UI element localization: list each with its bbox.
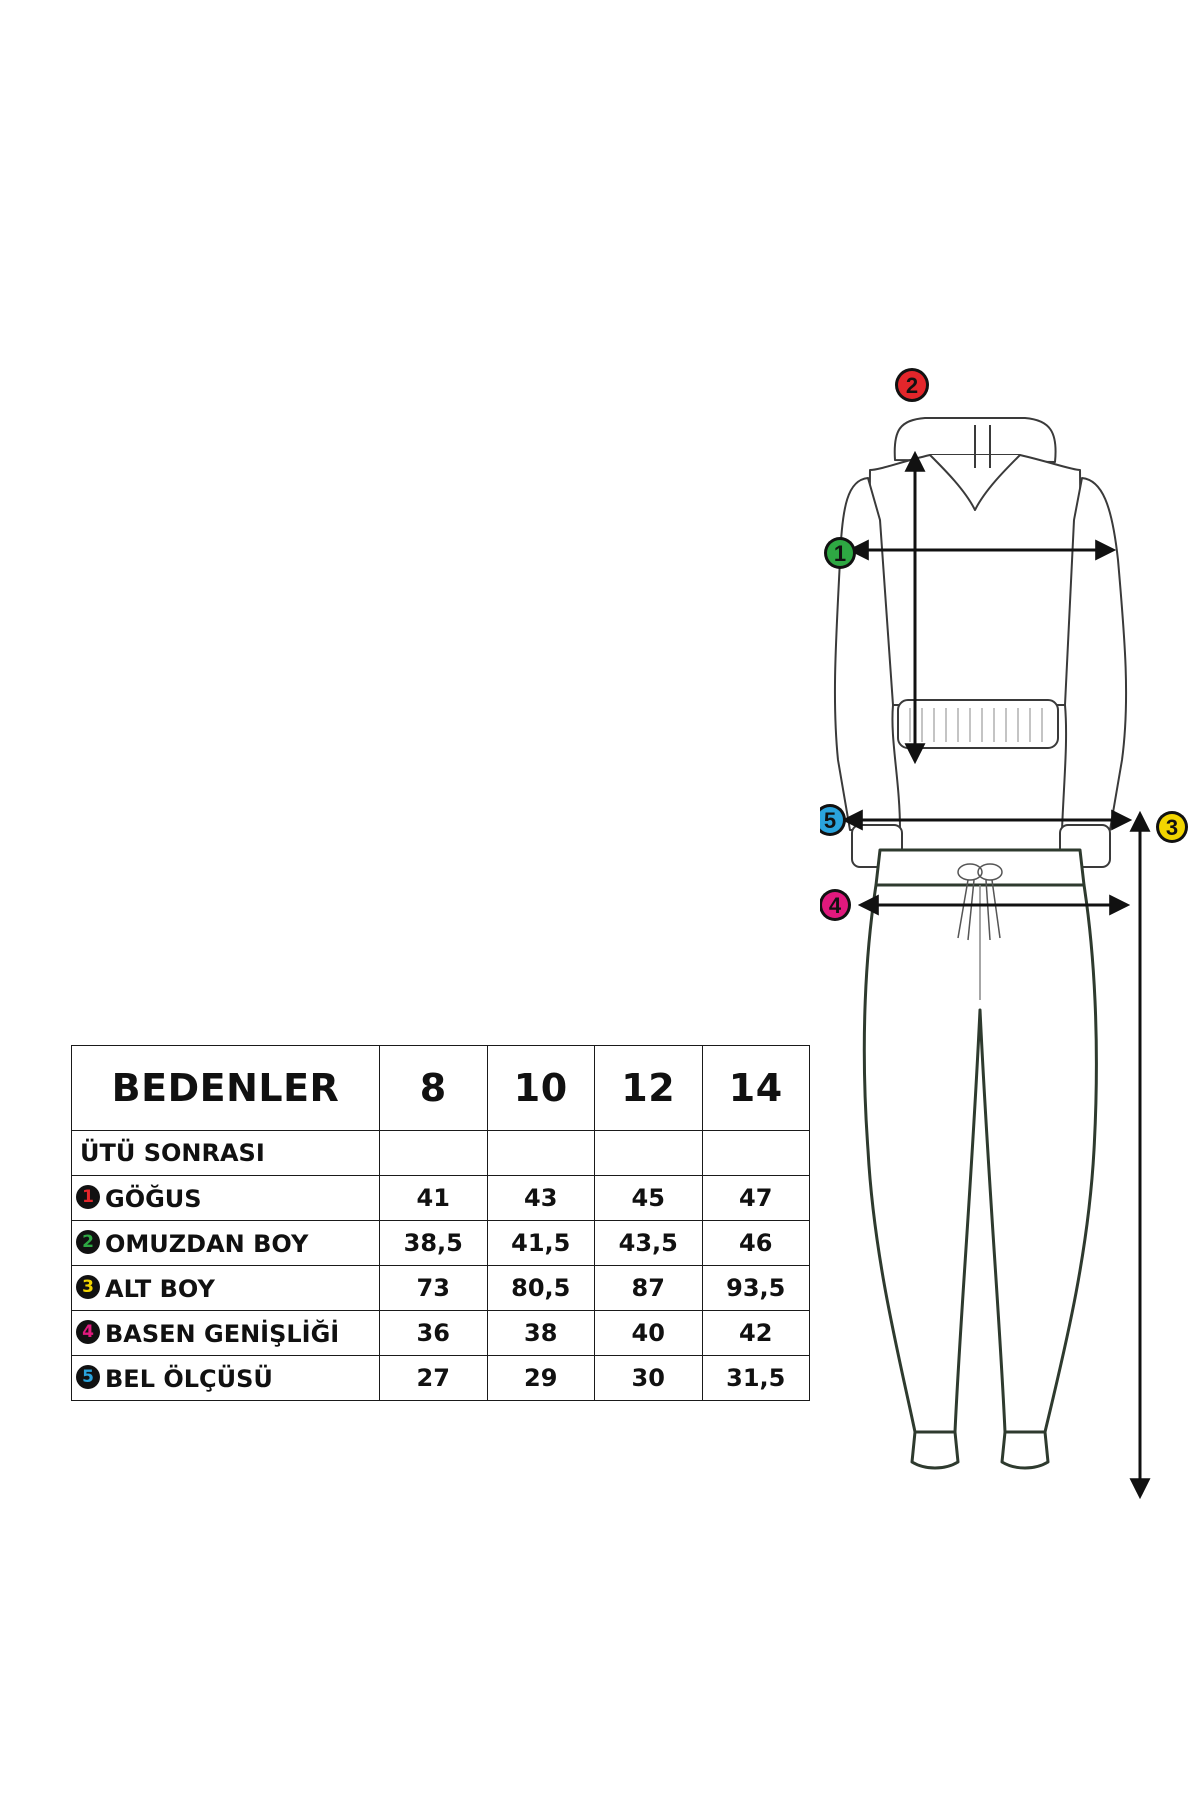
marker-2-dot [898,371,926,399]
measure-value: 42 [701,1310,810,1356]
size-header: 10 [486,1045,595,1131]
measure-value: 46 [701,1220,810,1266]
measure-name: OMUZDAN BOY [105,1229,309,1258]
marker-3-dot [1159,814,1185,840]
marker-2-number: 2 [906,373,918,398]
measurement-markers: 1 2 3 4 5 [820,368,1188,921]
measure-number-badge: 4 [76,1319,100,1344]
measure-value: 43 [486,1175,595,1221]
measure-value: 41 [379,1175,488,1221]
marker-5-number: 5 [824,808,836,833]
measure-number-badge: 3 [76,1274,100,1299]
marker-5-dot [820,807,843,833]
measure-name: BASEN GENİŞLİĞİ [105,1319,340,1348]
measure-value: 31,5 [701,1355,810,1401]
size-header: 12 [594,1045,703,1131]
measure-value: 41,5 [486,1220,595,1266]
empty-cell [486,1130,595,1176]
measure-name: BEL ÖLÇÜSÜ [105,1364,273,1393]
measure-number-badge: 5 [76,1364,100,1389]
after-ironing-row: ÜTÜ SONRASI [71,1130,810,1176]
measure-value: 38 [486,1310,595,1356]
measure-value: 30 [594,1355,703,1401]
marker-bottom-length: 3 [1156,811,1188,843]
measure-number-badge: 1 [76,1184,100,1209]
marker-hip: 4 [820,889,851,921]
tracksuit-illustration: 1 2 3 4 5 [820,368,1188,1500]
size-header: 8 [379,1045,488,1131]
measure-value: 87 [594,1265,703,1311]
measure-value: 47 [701,1175,810,1221]
measurement-arrows [841,450,1151,1500]
measure-value: 43,5 [594,1220,703,1266]
measure-value: 38,5 [379,1220,488,1266]
measure-value: 73 [379,1265,488,1311]
marker-shoulder-length: 2 [895,368,929,402]
after-ironing-label: ÜTÜ SONRASI [71,1130,380,1176]
empty-cell [379,1130,488,1176]
empty-cell [701,1130,810,1176]
measure-value: 93,5 [701,1265,810,1311]
hoodie-drawing [833,417,1128,868]
marker-4-number: 4 [829,893,842,918]
measure-value: 80,5 [486,1265,595,1311]
marker-1-number: 1 [834,541,846,566]
measure-name: ALT BOY [105,1274,215,1303]
measure-name: GÖĞUS [105,1184,202,1213]
measure-number-badge: 2 [76,1229,100,1254]
measure-value: 45 [594,1175,703,1221]
marker-1-dot [827,540,853,566]
empty-cell [594,1130,703,1176]
sizes-header-label: BEDENLER [71,1045,380,1131]
marker-waist: 5 [820,804,846,836]
measure-value: 36 [379,1310,488,1356]
size-header: 14 [701,1045,810,1131]
marker-chest: 1 [824,537,856,569]
marker-4-dot [822,892,848,918]
marker-3-number: 3 [1166,815,1178,840]
measure-value: 27 [379,1355,488,1401]
measure-value: 29 [486,1355,595,1401]
size-header-row: BEDENLER 8 10 12 14 [71,1045,810,1131]
measure-value: 40 [594,1310,703,1356]
